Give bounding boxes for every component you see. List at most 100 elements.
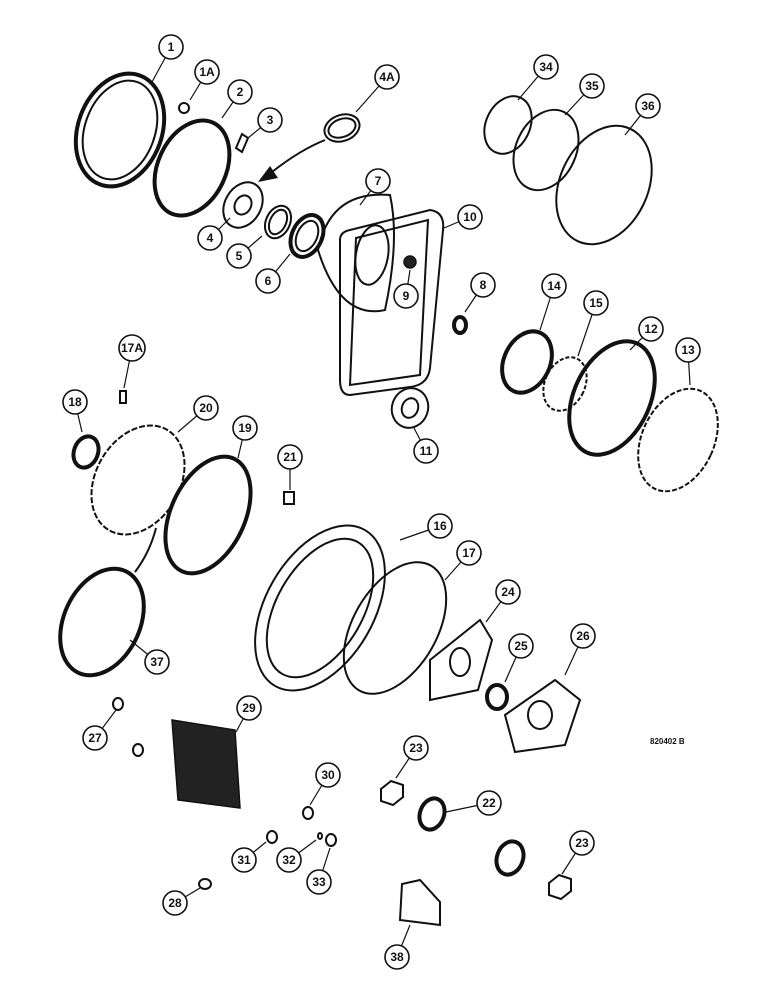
part-38-bracket <box>398 878 441 927</box>
callout-4: 4 <box>197 217 231 251</box>
callout-35: 35 <box>564 73 605 116</box>
part-37-ring <box>58 527 157 678</box>
callout-circle <box>144 649 170 675</box>
callout-circle <box>456 540 482 566</box>
callout-34: 34 <box>517 54 559 101</box>
callout-15: 15 <box>577 290 609 357</box>
part-32-pin <box>317 832 323 840</box>
callout-circle <box>365 168 391 194</box>
part-24-gasket <box>429 618 494 702</box>
callout-number: 31 <box>237 853 251 867</box>
callout-29: 29 <box>235 695 262 733</box>
callout-21: 21 <box>277 444 303 490</box>
callout-13: 13 <box>675 337 701 386</box>
callout-number: 27 <box>88 731 102 745</box>
part-34-ring <box>483 95 533 155</box>
callout-circle <box>227 79 253 105</box>
part-35-ring <box>512 108 580 192</box>
callout-19: 19 <box>232 415 258 459</box>
callout-number: 11 <box>420 444 433 458</box>
callout-number: 12 <box>644 322 658 336</box>
callout-circle <box>197 225 223 251</box>
callout-38: 38 <box>384 924 411 970</box>
part-1-seal-ring <box>73 71 167 189</box>
callout-circle <box>569 830 595 856</box>
callout-circle <box>533 54 559 80</box>
callout-circle <box>306 869 332 895</box>
part-21-nut <box>283 491 295 505</box>
part-13-wave-ring <box>637 387 719 493</box>
part-9-plug <box>403 255 417 269</box>
callout-number: 8 <box>480 278 487 292</box>
part-1a-small-nut <box>178 102 190 114</box>
part-29-valve-plate <box>171 719 241 809</box>
part-36-ring <box>555 124 653 246</box>
callout-circle <box>374 64 400 90</box>
callout-16: 16 <box>399 513 453 541</box>
callout-circle <box>476 790 502 816</box>
part-3-clip <box>234 132 250 154</box>
part-10-gasket <box>339 208 445 397</box>
callout-number: 20 <box>199 401 213 415</box>
callout-23: 23 <box>561 830 595 875</box>
part-2-ring <box>152 118 232 218</box>
callout-circle <box>232 415 258 441</box>
callout-2: 2 <box>221 79 253 119</box>
callout-circle <box>495 579 521 605</box>
callout-1a: 1A <box>189 59 220 101</box>
callout-circle <box>583 290 609 316</box>
part-18-seal <box>71 434 101 470</box>
callout-circle <box>82 725 108 751</box>
callout-number: 17 <box>462 546 476 560</box>
callout-circle <box>226 243 252 269</box>
callout-circle <box>257 107 283 133</box>
callout-circle <box>162 890 188 916</box>
callout-number: 29 <box>242 701 256 715</box>
callout-number: 26 <box>576 629 590 643</box>
callout-number: 10 <box>463 210 477 224</box>
callout-circle <box>118 334 146 362</box>
callout-number: 9 <box>403 289 410 303</box>
callout-circle <box>276 847 302 873</box>
callout-number: 3 <box>267 113 274 127</box>
callout-circle <box>541 273 567 299</box>
callout-27: 27 <box>82 709 117 751</box>
part-27-fittings <box>112 697 144 757</box>
callout-14: 14 <box>539 273 567 331</box>
callout-circle <box>457 204 483 230</box>
figure-reference-code: 820402 B <box>650 737 685 746</box>
callout-number: 4A <box>379 70 395 84</box>
callout-number: 36 <box>641 99 655 113</box>
callout-circle <box>231 847 257 873</box>
part-33-o-ring <box>325 833 337 847</box>
callout-number: 6 <box>265 274 272 288</box>
callout-number: 5 <box>236 249 243 263</box>
callout-circle <box>315 762 341 788</box>
callout-circle <box>62 389 88 415</box>
callout-circle <box>277 444 303 470</box>
callout-4a: 4A <box>355 64 400 113</box>
callout-circle <box>194 59 220 85</box>
callout-24: 24 <box>485 579 521 623</box>
part-28-fitting <box>198 878 212 890</box>
callout-32: 32 <box>276 839 317 873</box>
callout-number: 13 <box>681 343 695 357</box>
callout-8: 8 <box>464 272 496 313</box>
callout-number: 35 <box>585 79 599 93</box>
part-15-wave-ring <box>542 356 588 412</box>
part-17a-clip <box>119 390 127 404</box>
callout-circle <box>403 735 429 761</box>
callout-number: 18 <box>68 395 82 409</box>
part-11-flange <box>390 387 430 429</box>
callout-12: 12 <box>629 316 664 351</box>
part-14-ring <box>500 329 554 395</box>
callout-number: 7 <box>375 174 382 188</box>
callout-group: 11A2344A56789101112131415161717A18192021… <box>62 34 701 970</box>
callout-number: 2 <box>237 85 244 99</box>
callout-28: 28 <box>162 887 201 916</box>
callout-number: 16 <box>433 519 447 533</box>
callout-circle <box>255 268 281 294</box>
callout-number: 38 <box>390 950 404 964</box>
callout-number: 25 <box>514 639 528 653</box>
callout-23: 23 <box>395 735 429 779</box>
